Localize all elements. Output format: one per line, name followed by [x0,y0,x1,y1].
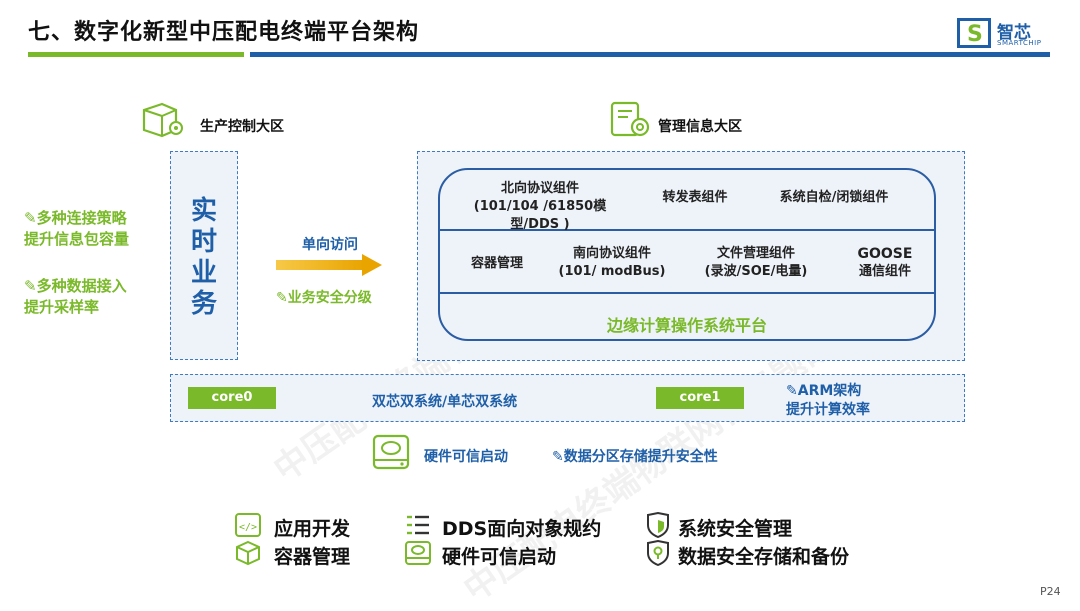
component-detail: 通信组件 [858,264,911,279]
component-detail: (101/ modBus) [558,264,666,279]
trusted-boot-label: 硬件可信启动 [424,449,508,465]
component-name: 北向协议组件 [500,181,579,196]
component-detail: (101/104 /61850模型/DDS ) [473,199,607,232]
note-line: ✎多种数据接入 [24,277,127,295]
note-line: 提升采样率 [24,298,100,316]
note-line: ✎ARM架构 [786,383,862,399]
one-way-arrow-icon [276,254,384,280]
dual-core-system-bar [170,374,965,422]
page-number: P24 [1040,585,1061,598]
title-underline-blue [250,52,1050,57]
edge-os-platform-title: 边缘计算操作系统平台 [606,316,767,335]
one-way-access-label: 单向访问 [302,237,358,253]
server-gear-icon [140,100,184,140]
component-name: 南向协议组件 [572,246,651,261]
core0-badge: core0 [188,387,276,409]
realtime-char: 时 [190,227,217,257]
shield-icon [644,511,672,539]
business-security-note: ✎业务安全分级 [276,290,372,306]
document-gear-icon [608,100,652,140]
code-icon: </> [234,512,262,538]
note-line: 提升信息包容量 [24,230,130,248]
page-title: 七、数字化新型中压配电终端平台架构 [28,20,420,45]
forwarding-table-component: 转发表组件 [662,190,728,205]
data-access-note: ✎多种数据接入 提升采样率 [24,276,127,318]
monitor-icon [404,540,432,566]
file-management-component: 文件营理组件 (录波/SOE/电量) [694,245,818,281]
logo-mark: S [957,18,991,48]
connection-strategy-note: ✎多种连接策略 提升信息包容量 [24,208,129,250]
realtime-char: 务 [190,289,217,319]
realtime-char: 业 [190,258,217,288]
feature-system-security: 系统安全管理 [678,518,793,540]
cube-icon [234,540,262,566]
edge-os-platform [438,168,936,341]
arm-architecture-note: ✎ARM架构 提升计算效率 [786,382,870,420]
realtime-business-box [170,151,238,360]
realtime-char: 实 [190,196,217,226]
lock-shield-icon [644,539,672,567]
feature-app-development: 应用开发 [274,518,351,540]
list-icon [404,512,432,538]
svg-text:</>: </> [239,522,257,533]
production-zone-label: 生产控制大区 [200,119,284,135]
platform-divider [438,292,936,294]
feature-dds-protocol: DDS面向对象规约 [442,518,602,540]
logo-en-text: SMARTCHIP [997,39,1042,47]
component-name: 文件营理组件 [716,246,795,261]
container-management-component: 容器管理 [470,256,523,271]
component-detail: (录波/SOE/电量) [704,264,808,279]
core1-badge: core1 [656,387,744,409]
feature-data-backup: 数据安全存储和备份 [678,546,850,568]
goose-communication-component: GOOSE 通信组件 [846,245,924,281]
feature-container-management: 容器管理 [274,546,351,568]
self-check-lock-component: 系统自检/闭锁组件 [779,190,889,205]
title-underline-green [28,52,244,57]
component-name: GOOSE [857,246,913,262]
hardware-disk-icon [370,432,414,476]
feature-trusted-boot: 硬件可信启动 [442,546,557,568]
dual-system-label: 双芯双系统/单芯双系统 [372,394,518,410]
smartchip-logo: S 智芯 SMARTCHIP [957,18,1051,50]
management-zone-label: 管理信息大区 [658,119,742,135]
note-line: 提升计算效率 [786,402,870,418]
northbound-protocol-component: 北向协议组件 (101/104 /61850模型/DDS ) [455,180,625,234]
realtime-business-label: 实 时 业 务 [170,196,238,320]
platform-divider [438,229,936,231]
data-partition-note: ✎数据分区存储提升安全性 [552,449,718,465]
note-line: ✎多种连接策略 [24,209,127,227]
southbound-protocol-component: 南向协议组件 (101/ modBus) [550,245,674,281]
logo-cn-text: 智芯 [997,23,1031,43]
